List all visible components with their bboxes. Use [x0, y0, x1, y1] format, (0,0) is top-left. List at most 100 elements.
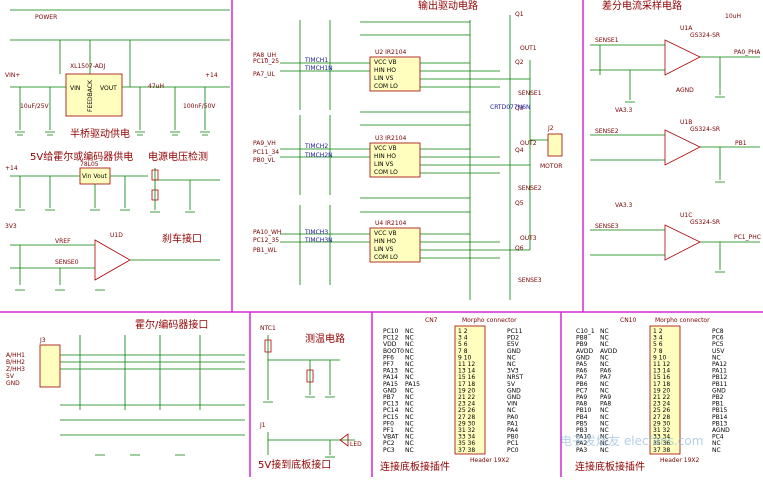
- q3-label: Q3: [515, 105, 524, 112]
- cn7-rows-pin-number: 31 32: [458, 427, 475, 434]
- diff-sampling-section: 差分电流采样电路 U1A GS324-SR U1B GS324-SR U1C G…: [590, 0, 761, 273]
- cn7-rows-cell: PF7: [383, 361, 394, 368]
- hall-z-net: Z/HH3: [6, 366, 25, 373]
- cn10-rows-cell: PA5: [576, 361, 587, 368]
- cn7-label: CN7: [425, 317, 438, 324]
- u2-pin-2: HIN HO: [374, 67, 396, 74]
- cn10-part: Header 19X2: [660, 457, 699, 464]
- pc11-34: PC11_34: [253, 149, 279, 156]
- u4-pin-1: VCC VB: [374, 230, 397, 237]
- cn10-rows-cell: PB14: [712, 414, 728, 421]
- cn10-rows-cell: NC: [600, 381, 609, 388]
- cn7-rows-cell: PA13: [383, 368, 398, 375]
- cn7-rows-pin-number: 25 26: [458, 407, 475, 414]
- cn7-rows-pin-number: 23 24: [458, 401, 475, 408]
- header-right-title: 连接底板接插件: [575, 460, 645, 473]
- cn7-rows-cell: NC: [507, 407, 516, 414]
- cn7-rows-cell: NC: [405, 394, 414, 401]
- pb0-vl: PB0_VL: [253, 157, 276, 164]
- plus-14-net-b: +14: [5, 165, 18, 172]
- cn10-rows-pin-number: 9 10: [653, 354, 667, 361]
- led-label: LED: [350, 441, 362, 448]
- q1-label: Q1: [515, 11, 524, 18]
- cn7-rows-cell: PC13: [383, 401, 399, 408]
- cn10-rows-pin-number: 1 2: [653, 328, 663, 335]
- cn7-rows-pin-number: 3 4: [458, 335, 468, 342]
- cn7-rows-cell: NC: [405, 348, 414, 355]
- pa10-wh: PA10_WH: [253, 229, 281, 236]
- cn7-rows-cell: VDD: [383, 341, 397, 348]
- sense3-net: SENSE3: [518, 277, 542, 284]
- half-bridge-u3: U3 IR2104 VCC VB HIN HO LIN VS COM LO: [369, 135, 421, 178]
- cn10-rows-cell: NC: [600, 420, 609, 427]
- out1-net: OUT1: [520, 45, 537, 52]
- power-section: POWER XL1507-ADJ VIN VOUT FEEDBACK 半桥驱动供…: [5, 9, 230, 140]
- sense2-net: SENSE2: [518, 185, 542, 192]
- u2-pin-1: VCC VB: [374, 59, 397, 66]
- brake-section: 刹车接口 U1D VREF SENSE0 3V3: [5, 223, 220, 291]
- cn10-rows-cell: NC: [712, 440, 721, 447]
- cn7-rows-cell: GND: [507, 394, 521, 401]
- hall-supply-section: 5V给霍尔或编码器供电 Vin Vout 78L05 +14: [5, 150, 148, 211]
- board-5v-section: 5V接到底板接口 J1 LED: [258, 422, 362, 471]
- sense0-net: SENSE0: [55, 259, 79, 266]
- cn7-rows-cell: PC0: [507, 447, 519, 454]
- q2-label: Q2: [515, 59, 524, 66]
- va33-net-a: VA3.3: [615, 107, 633, 114]
- opamp-a-part: GS324-SR: [690, 32, 720, 39]
- u1a-label: U1A: [680, 25, 693, 32]
- cn10-rows-cell: NC: [600, 407, 609, 414]
- diff-sampling-title: 差分电流采样电路: [602, 0, 682, 12]
- j1-label: J1: [259, 422, 266, 429]
- cn10-rows-cell: NC: [600, 341, 609, 348]
- timch3n: TIMCH3N: [304, 237, 333, 244]
- cn7-rows-cell: PA1: [507, 420, 518, 427]
- j3-label: J3: [39, 337, 46, 344]
- opamp-u1c: [664, 224, 701, 261]
- opamp-b-part: GS324-SR: [690, 126, 720, 133]
- plus-14-net-a: +14: [205, 72, 218, 79]
- cn10-rows-pin-number: 17 18: [653, 381, 670, 388]
- cn10-label: CN10: [620, 317, 636, 324]
- cn7-rows-cell: PF6: [383, 354, 394, 361]
- brake-title: 刹车接口: [162, 232, 202, 245]
- pa8-uh: PA8_UH: [253, 52, 276, 59]
- out3-net: OUT3: [520, 235, 537, 242]
- ntc-label: NTC1: [260, 325, 276, 332]
- opamp-u1d: [94, 239, 131, 281]
- cn7-rows-cell: NC: [405, 434, 414, 441]
- cn7-rows-cell: NC: [507, 354, 516, 361]
- q6-label: Q6: [515, 245, 524, 252]
- cn10-rows-pin-number: 15 16: [653, 374, 670, 381]
- cn7-rows-cell: PA15: [383, 381, 398, 388]
- cn10-rows-cell: AGND: [712, 427, 730, 434]
- cn10-rows-cell: NC: [600, 361, 609, 368]
- cn10-rows-cell: PA9: [600, 394, 611, 401]
- u3-pin-3: LIN VS: [374, 161, 394, 168]
- cn10-rows-cell: PB2: [712, 394, 724, 401]
- cn10-rows-cell: NC: [712, 447, 721, 454]
- cn10-rows-cell: NC: [600, 354, 609, 361]
- cn10-rows-cell: PA8: [576, 401, 587, 408]
- cn7-rows-pin-number: 33 34: [458, 434, 475, 441]
- cn10-rows-cell: PA6: [600, 368, 611, 375]
- pa7-ul: PA7_UL: [253, 71, 276, 78]
- u2-pin-3: LIN VS: [374, 75, 394, 82]
- cn10-rows-cell: PB11: [712, 381, 728, 388]
- cn10-rows-cell: PB9: [576, 341, 588, 348]
- cap-10uf: 10uF/25V: [20, 103, 50, 110]
- hall-a-net: A/HH1: [6, 352, 25, 359]
- cn7-rows-cell: NC: [405, 420, 414, 427]
- cn10-rows-cell: PA7: [600, 374, 611, 381]
- cn7-rows-pin-number: 7 8: [458, 348, 468, 355]
- cn7-rows-cell: NC: [405, 354, 414, 361]
- voltage-detect-title: 电源电压检测: [148, 150, 208, 163]
- pa0-pha-net: PA0_PHA: [734, 49, 761, 56]
- j2-label: J2: [547, 125, 554, 132]
- u4-pin-4: COM LO: [374, 254, 398, 261]
- cn10-rows-cell: PB12: [712, 374, 728, 381]
- cn7-rows-cell: PC1: [507, 440, 519, 447]
- cn7-rows-pin-number: 9 10: [458, 354, 472, 361]
